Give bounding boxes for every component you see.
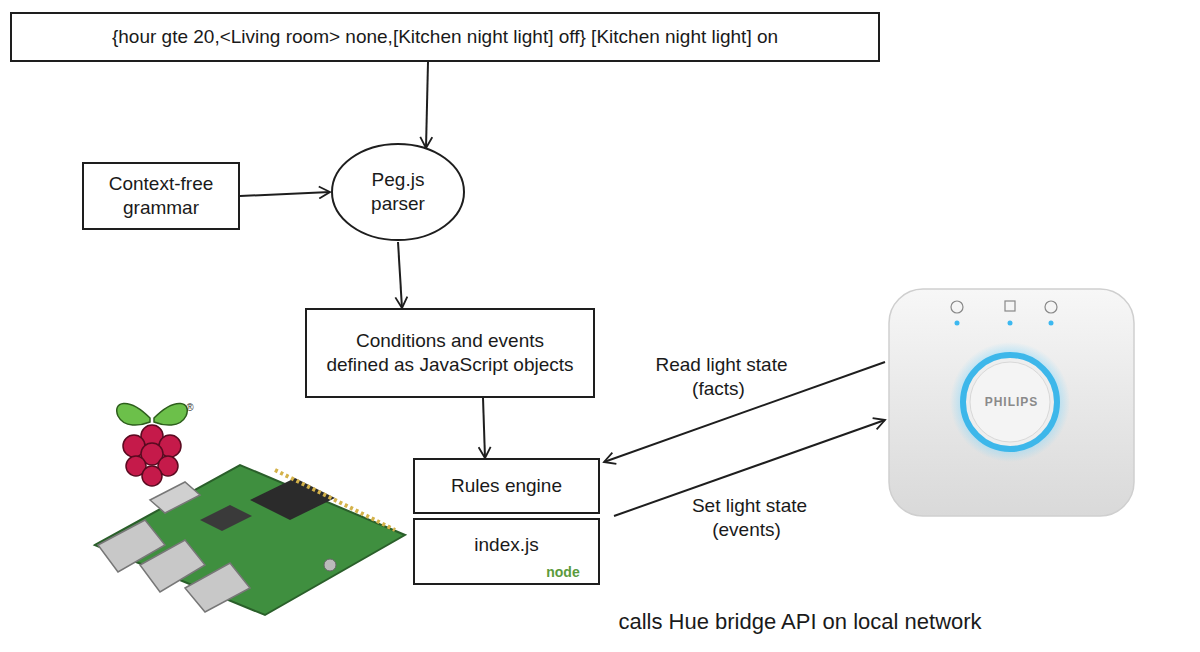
node-text: Context-free grammar [102,172,220,220]
node-text: {hour gte 20,<Living room> none,[Kitchen… [112,25,778,49]
raspberry-board [95,465,405,615]
bridge-part [889,289,1134,516]
objects-box: Conditions and events defined as JavaScr… [305,308,595,398]
rules-engine-box: Rules engine [413,458,600,514]
caption-note: calls Hue bridge API on local network [520,608,1080,636]
bridge-part [1049,321,1054,326]
bridge-part [1005,301,1015,311]
rule-input-box: {hour gte 20,<Living room> none,[Kitchen… [10,12,880,62]
bridge-part [970,362,1050,442]
node-text: Peg.js parser [350,168,446,216]
edge-label: Read light state (facts) [633,353,808,401]
bridge-part [1045,301,1057,313]
ellipse-outline [330,142,466,242]
connector-arrow [604,362,885,462]
hue-bridge: PHILIPS [885,285,1138,520]
edge-label-text: Set light state (events) [689,495,807,540]
connector-arrow [426,62,428,148]
edge-label: Set light state (events) [666,494,831,542]
bridge-part [955,321,960,326]
registered-mark: ® [182,402,198,415]
node-logo-text: node [538,564,588,582]
bridge-part [951,301,963,313]
brand-text: PHILIPS [985,395,1039,410]
bridge-part [950,342,1070,462]
node-text: index.js [474,533,538,557]
bridge-part [1008,321,1013,326]
raspberry-logo [117,403,188,486]
parser-circle: Peg.js parser [330,142,466,242]
edge-label-text: Read light state (facts) [652,354,787,399]
node-text: Conditions and events defined as JavaScr… [325,329,575,377]
connector-arrow [483,398,485,458]
connector-arrow [240,192,330,196]
node-text: Rules engine [451,474,562,498]
ellipse-shape [332,144,464,240]
grammar-box: Context-free grammar [82,162,240,230]
connector-arrow [398,242,402,308]
bridge-part [963,355,1057,449]
